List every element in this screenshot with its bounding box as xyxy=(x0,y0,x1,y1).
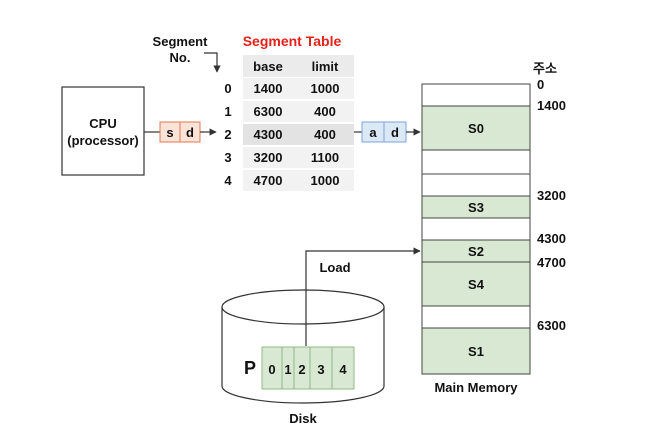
segment-base-cell: 4300 xyxy=(254,127,283,142)
logical-address: s d xyxy=(159,121,201,143)
disk-segment xyxy=(331,346,355,390)
memory-address: 6300 xyxy=(537,318,566,333)
load-label: Load xyxy=(319,260,350,275)
table-row xyxy=(243,147,354,168)
segment-number: 1 xyxy=(224,104,231,119)
disk-segment-label: 0 xyxy=(268,362,275,377)
segment-table-header-bg xyxy=(243,55,354,77)
logical-s-label: s xyxy=(166,125,173,140)
segment-number: 2 xyxy=(224,127,231,142)
memory-segment-label: S3 xyxy=(468,200,484,215)
memory-address: 0 xyxy=(537,77,544,92)
physical-address: a d xyxy=(361,121,407,143)
segment-no-arrow xyxy=(204,52,221,73)
disk-segment-label: 3 xyxy=(317,362,324,377)
disk-label: Disk xyxy=(289,411,317,426)
process-label: P xyxy=(244,358,256,378)
table-row xyxy=(243,170,354,191)
memory-address: 3200 xyxy=(537,188,566,203)
segment-base-cell: 4700 xyxy=(254,173,283,188)
memory-free-block xyxy=(421,83,531,107)
segment-number: 0 xyxy=(224,81,231,96)
disk-top xyxy=(221,289,385,325)
segment-base-cell: 1400 xyxy=(254,81,283,96)
segment-table: base limit 0 1400 1000 1 6300 400 2 4300 400 3 320… xyxy=(224,55,354,191)
segment-no-line2: No. xyxy=(170,50,191,65)
segment-base-cell: 6300 xyxy=(254,104,283,119)
load-arrow xyxy=(305,247,421,346)
segment-base-cell: 3200 xyxy=(254,150,283,165)
table-header-base: base xyxy=(253,59,283,74)
memory-free-block xyxy=(421,173,531,197)
memory-free-block xyxy=(421,305,531,329)
memory-segment-label: S2 xyxy=(468,244,484,259)
memory-segment-label: S1 xyxy=(468,344,484,359)
segment-number: 4 xyxy=(224,173,232,188)
table-row xyxy=(243,78,354,99)
disk-segment-label: 2 xyxy=(298,362,305,377)
segment-limit-cell: 1000 xyxy=(311,81,340,96)
disk-segment-label: 1 xyxy=(284,362,291,377)
logical-d-label: d xyxy=(186,125,194,140)
segment-number-heading: Segment No. xyxy=(153,34,221,73)
address-header: 주소 xyxy=(533,61,557,76)
segment-limit-cell: 1100 xyxy=(311,150,339,165)
main-memory-label: Main Memory xyxy=(434,380,518,395)
memory-address: 4700 xyxy=(537,255,566,270)
memory-segment xyxy=(421,327,531,375)
memory-addresses: 0 1400 3200 4300 4700 6300 xyxy=(537,77,566,333)
segment-no-line1: Segment xyxy=(153,34,209,49)
memory-address: 4300 xyxy=(537,231,566,246)
memory-free-block xyxy=(421,217,531,241)
memory-segment xyxy=(421,261,531,307)
segment-limit-cell: 400 xyxy=(314,127,336,142)
cpu-outline xyxy=(61,86,145,176)
segment-limit-cell: 400 xyxy=(314,104,336,119)
table-row xyxy=(243,124,354,145)
segment-number: 3 xyxy=(224,150,231,165)
memory-free-block xyxy=(421,149,531,175)
physical-a-label: a xyxy=(369,125,377,140)
memory-address: 1400 xyxy=(537,98,566,113)
disk-segment-label: 4 xyxy=(339,362,347,377)
table-row xyxy=(243,101,354,122)
table-header-limit: limit xyxy=(312,59,339,74)
memory-segment-label: S4 xyxy=(468,277,485,292)
cpu-box: CPU (processor) xyxy=(61,86,145,176)
segment-table-title: Segment Table xyxy=(243,33,342,49)
memory-segment-label: S0 xyxy=(468,121,484,136)
cpu-label: CPU xyxy=(89,116,116,131)
physical-d-label: d xyxy=(391,125,399,140)
segment-limit-cell: 1000 xyxy=(311,173,340,188)
cpu-sublabel: (processor) xyxy=(67,133,139,148)
